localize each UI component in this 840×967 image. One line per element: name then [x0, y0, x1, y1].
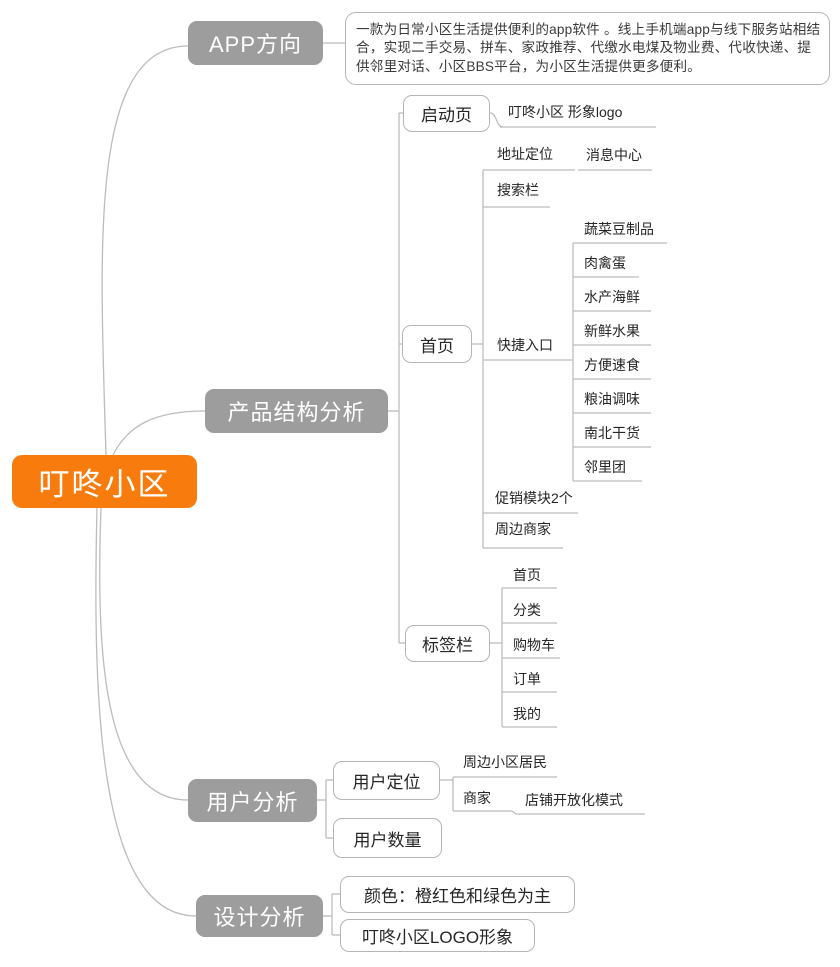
quick-entry-item[interactable]: 南北干货 [584, 425, 640, 441]
tab-bar-item[interactable]: 购物车 [513, 637, 555, 653]
tab-bar-item[interactable]: 首页 [513, 567, 541, 583]
topic-user-quantity[interactable]: 用户数量 [333, 818, 442, 858]
branch-app-direction[interactable]: APP方向 [188, 21, 323, 65]
subtopic-open-shop-model[interactable]: 店铺开放化模式 [525, 792, 623, 808]
subtopic-brand-logo[interactable]: 叮咚小区 形象logo [508, 104, 623, 120]
curve-root-to-design [95, 507, 197, 917]
subtopic-promo-modules[interactable]: 促销模块2个 [495, 490, 573, 506]
topic-splash-page[interactable]: 启动页 [403, 95, 490, 132]
topic-logo-image[interactable]: 叮咚小区LOGO形象 [340, 919, 535, 952]
tab-bar-item[interactable]: 订单 [513, 671, 541, 687]
subtopic-address-locate[interactable]: 地址定位 [497, 146, 553, 162]
topic-color-scheme[interactable]: 颜色：橙红色和绿色为主 [340, 876, 575, 913]
topic-home-page[interactable]: 首页 [402, 325, 472, 363]
curve-root-to-app [101, 45, 189, 456]
subtopic-search-bar[interactable]: 搜索栏 [497, 182, 539, 198]
curve-root-to-user [99, 507, 189, 801]
quick-entry-item[interactable]: 邻里团 [584, 459, 626, 475]
subtopic-message-center[interactable]: 消息中心 [586, 147, 642, 163]
subtopic-nearby-residents[interactable]: 周边小区居民 [463, 754, 547, 770]
subtopic-merchants[interactable]: 商家 [463, 790, 491, 806]
quick-entry-item[interactable]: 粮油调味 [584, 391, 640, 407]
app-description-note[interactable]: 一款为日常小区生活提供便利的app软件 。线上手机端app与线下服务站相结合，实… [345, 12, 830, 85]
quick-entry-item[interactable]: 方便速食 [584, 357, 640, 373]
topic-user-positioning[interactable]: 用户定位 [333, 761, 440, 800]
subtopic-quick-entry[interactable]: 快捷入口 [497, 337, 553, 353]
subtopic-nearby-shops[interactable]: 周边商家 [495, 521, 551, 537]
branch-design-analysis[interactable]: 设计分析 [196, 895, 323, 937]
quick-entry-item[interactable]: 水产海鲜 [584, 289, 640, 305]
quick-entry-item[interactable]: 蔬菜豆制品 [584, 221, 654, 237]
branch-product-structure[interactable]: 产品结构分析 [205, 389, 388, 433]
root-topic[interactable]: 叮咚小区 [12, 455, 197, 508]
tab-bar-item[interactable]: 分类 [513, 602, 541, 618]
quick-entry-item[interactable]: 新鲜水果 [584, 323, 640, 339]
curve-root-to-product [112, 410, 206, 456]
tab-bar-item[interactable]: 我的 [513, 706, 541, 722]
branch-user-analysis[interactable]: 用户分析 [188, 779, 317, 822]
topic-tab-bar[interactable]: 标签栏 [405, 625, 490, 662]
quick-entry-item[interactable]: 肉禽蛋 [584, 255, 626, 271]
